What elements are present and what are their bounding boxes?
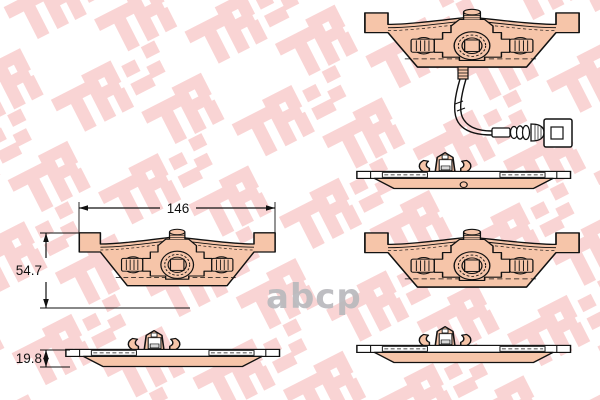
dimension-width: 146 <box>79 201 275 216</box>
dimension-thickness-label: 19.8 <box>16 351 42 366</box>
dimension-width-label: 146 <box>167 201 190 216</box>
view-mid-right-side <box>356 151 572 190</box>
view-left-side-dimensioned: 19.8 <box>16 329 281 368</box>
view-left-pad-dimensioned: 146 54.7 <box>16 201 276 309</box>
view-top-right-pad <box>364 8 580 148</box>
wear-sensor-lead <box>453 66 573 148</box>
abcp-watermark-text: abcp <box>266 277 362 317</box>
dimension-thickness: 19.8 <box>16 350 49 367</box>
dimension-height-label: 54.7 <box>16 263 42 278</box>
dimension-height: 54.7 <box>16 233 49 308</box>
